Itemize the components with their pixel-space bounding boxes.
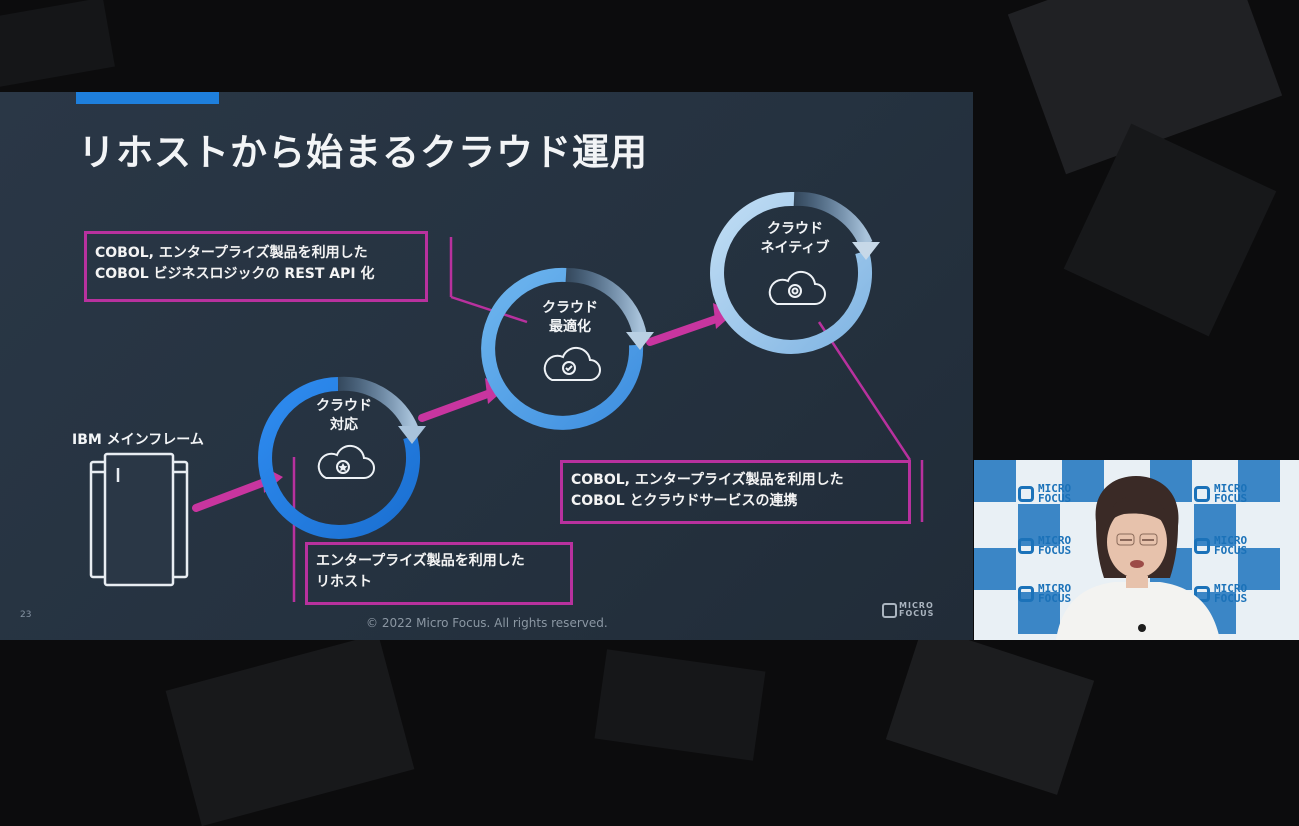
logo-mark-icon <box>882 602 897 618</box>
stage-label-cloud-optimized: クラウド 最適化 <box>530 299 610 337</box>
background-shape <box>165 633 415 826</box>
backdrop-block <box>974 460 1016 502</box>
stage-ring-cloud-native <box>710 191 880 354</box>
stage-ring-cloud-ready <box>258 376 426 539</box>
backdrop-block <box>1062 460 1104 502</box>
stage-label-line: クラウド <box>316 398 372 414</box>
backdrop-block <box>1238 548 1280 590</box>
backdrop-block <box>1238 460 1280 502</box>
cloud-check-icon <box>543 346 601 381</box>
stage-label-line: クラウド <box>767 221 823 237</box>
callout-line: エンタープライズ製品を利用した <box>316 553 525 569</box>
stage-label-line: ネイティブ <box>760 240 830 256</box>
callout-rehost: エンタープライズ製品を利用した リホスト <box>305 542 573 605</box>
title-accent-bar <box>76 92 219 104</box>
mainframe-icon <box>89 452 189 587</box>
page-number: 23 <box>20 610 32 620</box>
copyright-notice: © 2022 Micro Focus. All rights reserved. <box>366 616 608 630</box>
stage-label-cloud-native: クラウド ネイティブ <box>745 220 845 258</box>
slide-title: リホストから始まるクラウド運用 <box>78 131 648 174</box>
process-diagram <box>89 191 924 602</box>
backdrop-block <box>974 548 1016 590</box>
mainframe-label: IBM メインフレーム <box>72 432 204 448</box>
background-shape <box>885 625 1095 795</box>
micro-focus-logo: MICRO FOCUS <box>882 602 934 618</box>
callout-line: COBOL とクラウドサービスの連携 <box>571 493 798 509</box>
stage-label-line: 最適化 <box>549 319 591 335</box>
callout-cloud-services: COBOL, エンタープライズ製品を利用した COBOL とクラウドサービスの連… <box>560 460 911 524</box>
callout-line: COBOL, エンタープライズ製品を利用した <box>95 245 368 261</box>
stage-ring-cloud-optimized <box>481 267 654 430</box>
logo-text-line: MICRO <box>899 601 934 610</box>
callout-line: COBOL, エンタープライズ製品を利用した <box>571 472 844 488</box>
callout-line: COBOL ビジネスロジックの REST API 化 <box>95 266 375 282</box>
cloud-gear-icon <box>768 270 826 305</box>
presentation-slide: リホストから始まるクラウド運用 <box>0 92 973 640</box>
logo-text-line: FOCUS <box>899 609 935 618</box>
stage-label-cloud-ready: クラウド 対応 <box>304 397 384 435</box>
cloud-star-icon <box>317 444 375 479</box>
background-shape <box>0 0 115 93</box>
stage-label-line: 対応 <box>330 417 358 433</box>
stage-label-line: クラウド <box>542 300 598 316</box>
callout-connectors <box>292 237 924 602</box>
background-shape <box>594 649 766 761</box>
presenter-figure <box>1056 476 1220 640</box>
callout-line: リホスト <box>316 574 372 590</box>
callout-rest-api: COBOL, エンタープライズ製品を利用した COBOL ビジネスロジックの R… <box>84 231 428 302</box>
